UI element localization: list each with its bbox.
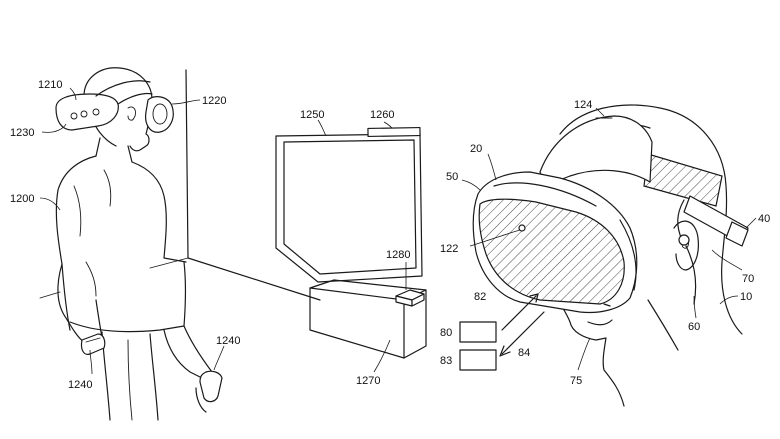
- reference-labels: 1210 1220 1230 1200 1240 1240 1250 1260 …: [10, 79, 770, 391]
- label-1200: 1200: [10, 193, 34, 205]
- camera-1260: [367, 126, 421, 138]
- hmd-body-50: [472, 171, 638, 314]
- label-1250: 1250: [300, 109, 324, 121]
- label-122: 122: [440, 243, 458, 255]
- label-1280: 1280: [386, 249, 410, 261]
- earphone-60: [677, 199, 697, 305]
- label-10: 10: [740, 291, 752, 303]
- hand-controller-left: [80, 333, 106, 355]
- label-1270: 1270: [356, 375, 380, 387]
- label-1210: 1210: [38, 79, 62, 91]
- label-75: 75: [570, 375, 582, 387]
- label-1260: 1260: [370, 109, 394, 121]
- cable-40: [683, 195, 749, 247]
- label-40: 40: [758, 213, 770, 225]
- top-strap-124: [539, 115, 653, 183]
- box-83: [459, 349, 497, 371]
- label-82: 82: [474, 291, 486, 303]
- device-1280: [395, 289, 425, 307]
- label-1240-right: 1240: [216, 335, 240, 347]
- hand-controller-right: [195, 370, 223, 413]
- label-1220: 1220: [202, 95, 226, 107]
- label-84: 84: [518, 347, 530, 359]
- label-50: 50: [446, 171, 458, 183]
- label-70: 70: [742, 273, 754, 285]
- room: [39, 69, 321, 301]
- leader-lines: [39, 87, 757, 375]
- label-124: 124: [574, 99, 592, 111]
- signal-arrows: [499, 293, 545, 357]
- label-1230: 1230: [10, 127, 34, 139]
- console-1270: [309, 279, 427, 359]
- label-1240-left: 1240: [68, 379, 92, 391]
- person-headphone: [145, 96, 174, 133]
- detail-head: [555, 104, 743, 407]
- box-80: [459, 321, 497, 343]
- label-60: 60: [688, 321, 700, 333]
- label-83: 83: [440, 355, 452, 367]
- label-20: 20: [470, 143, 482, 155]
- label-80: 80: [440, 327, 452, 339]
